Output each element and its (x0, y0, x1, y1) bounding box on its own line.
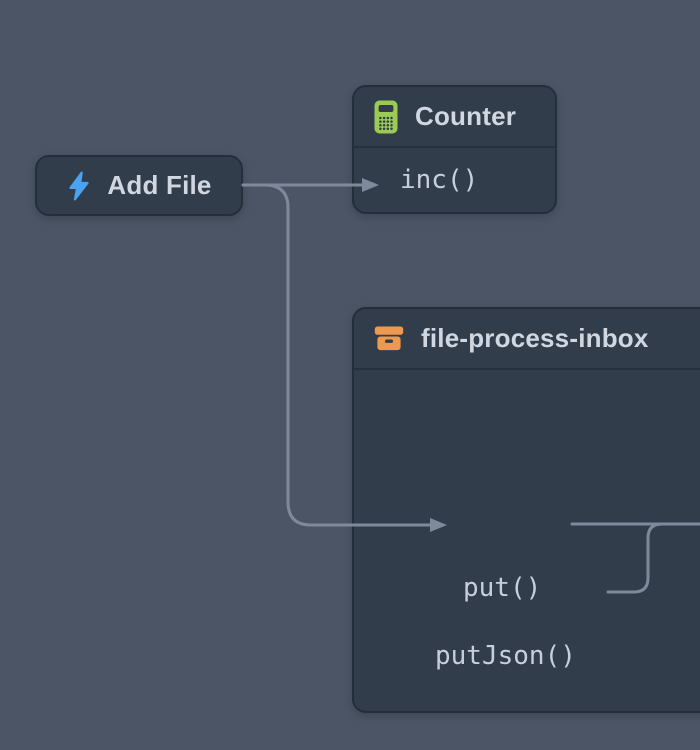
node-counter-body: inc() (354, 148, 555, 212)
node-file-process-inbox[interactable]: file-process-inbox put() putJson() (352, 307, 700, 713)
calculator-icon (374, 100, 398, 134)
node-add-file-label: Add File (107, 170, 212, 200)
method-put[interactable]: put() (463, 573, 542, 603)
node-counter[interactable]: Counter inc() (352, 85, 557, 214)
bolt-icon (66, 171, 92, 201)
node-counter-header: Counter (354, 87, 555, 148)
archive-box-icon (374, 324, 404, 353)
method-putjson[interactable]: putJson() (435, 641, 576, 671)
node-file-process-inbox-title: file-process-inbox (421, 323, 649, 353)
node-add-file[interactable]: Add File (35, 155, 243, 216)
node-file-process-inbox-header: file-process-inbox (354, 309, 700, 370)
node-file-process-inbox-body: put() putJson() (354, 370, 700, 710)
node-counter-title: Counter (415, 101, 517, 131)
method-inc[interactable]: inc() (400, 165, 479, 195)
